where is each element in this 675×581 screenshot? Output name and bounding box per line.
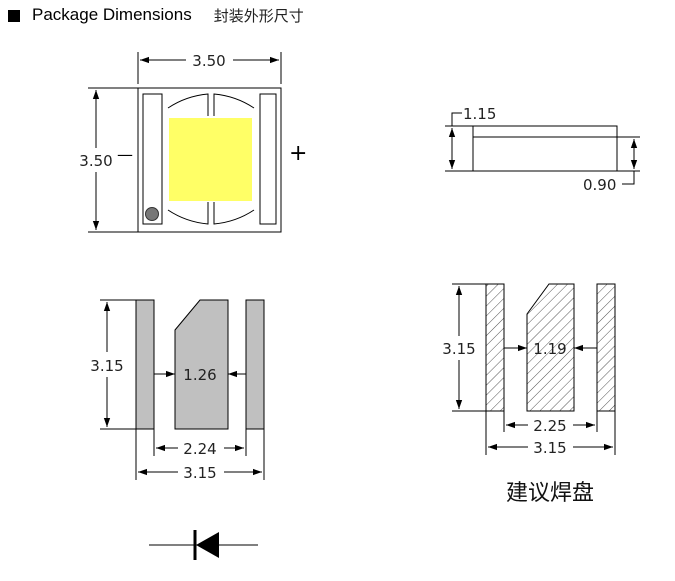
section-title: Package Dimensions (32, 5, 192, 24)
top-width-label: 3.50 (192, 52, 225, 70)
right-terminal (259, 93, 277, 225)
plus-sign: + (289, 141, 307, 166)
bottom-view: 3.15 1.26 2.24 3.15 (90, 299, 265, 482)
side-top-label: 1.15 (463, 105, 496, 123)
pad-height-label: 3.15 (442, 340, 475, 358)
solder-pad-right (596, 283, 616, 412)
section-title-zh: 封装外形尺寸 (213, 6, 304, 25)
top-height-label: 3.50 (79, 152, 112, 170)
minus-sign: — (117, 145, 133, 164)
lead-frame-top-left (167, 93, 209, 116)
left-terminal (142, 93, 163, 225)
bottom-pad-left (135, 299, 155, 430)
bottom-pad-right (245, 299, 265, 430)
bottom-pad-center (174, 299, 229, 430)
pad-layout-view: 3.15 1.19 2.25 3.15 建议焊盘 (442, 283, 616, 506)
led-emitter (169, 118, 252, 201)
pad-inner-label: 2.25 (533, 417, 566, 435)
pad-outer-label: 3.15 (533, 439, 566, 457)
side-bottom-label: 0.90 (583, 176, 616, 194)
bottom-outer-label: 3.15 (183, 464, 216, 482)
polarity-dot (145, 207, 159, 221)
bottom-center-label: 1.26 (183, 366, 216, 384)
pad-layout-caption: 建议焊盘 (506, 481, 594, 506)
solder-pad-left (485, 283, 505, 412)
lead-frame-bottom-left (167, 202, 209, 225)
side-view: 1.15 0.90 (445, 105, 640, 194)
side-body (472, 125, 618, 172)
section-header: Package Dimensions 封装外形尺寸 (8, 4, 304, 26)
top-view: 3.50 3.50 — + (79, 52, 307, 233)
bottom-inner-label: 2.24 (183, 440, 216, 458)
lead-frame-top-right (213, 93, 255, 116)
lead-frame-bottom-right (213, 202, 255, 225)
pad-center-label: 1.19 (533, 340, 566, 358)
bottom-height-label: 3.15 (90, 357, 123, 375)
square-bullet-icon (8, 9, 20, 22)
diode-symbol-icon (149, 530, 258, 560)
